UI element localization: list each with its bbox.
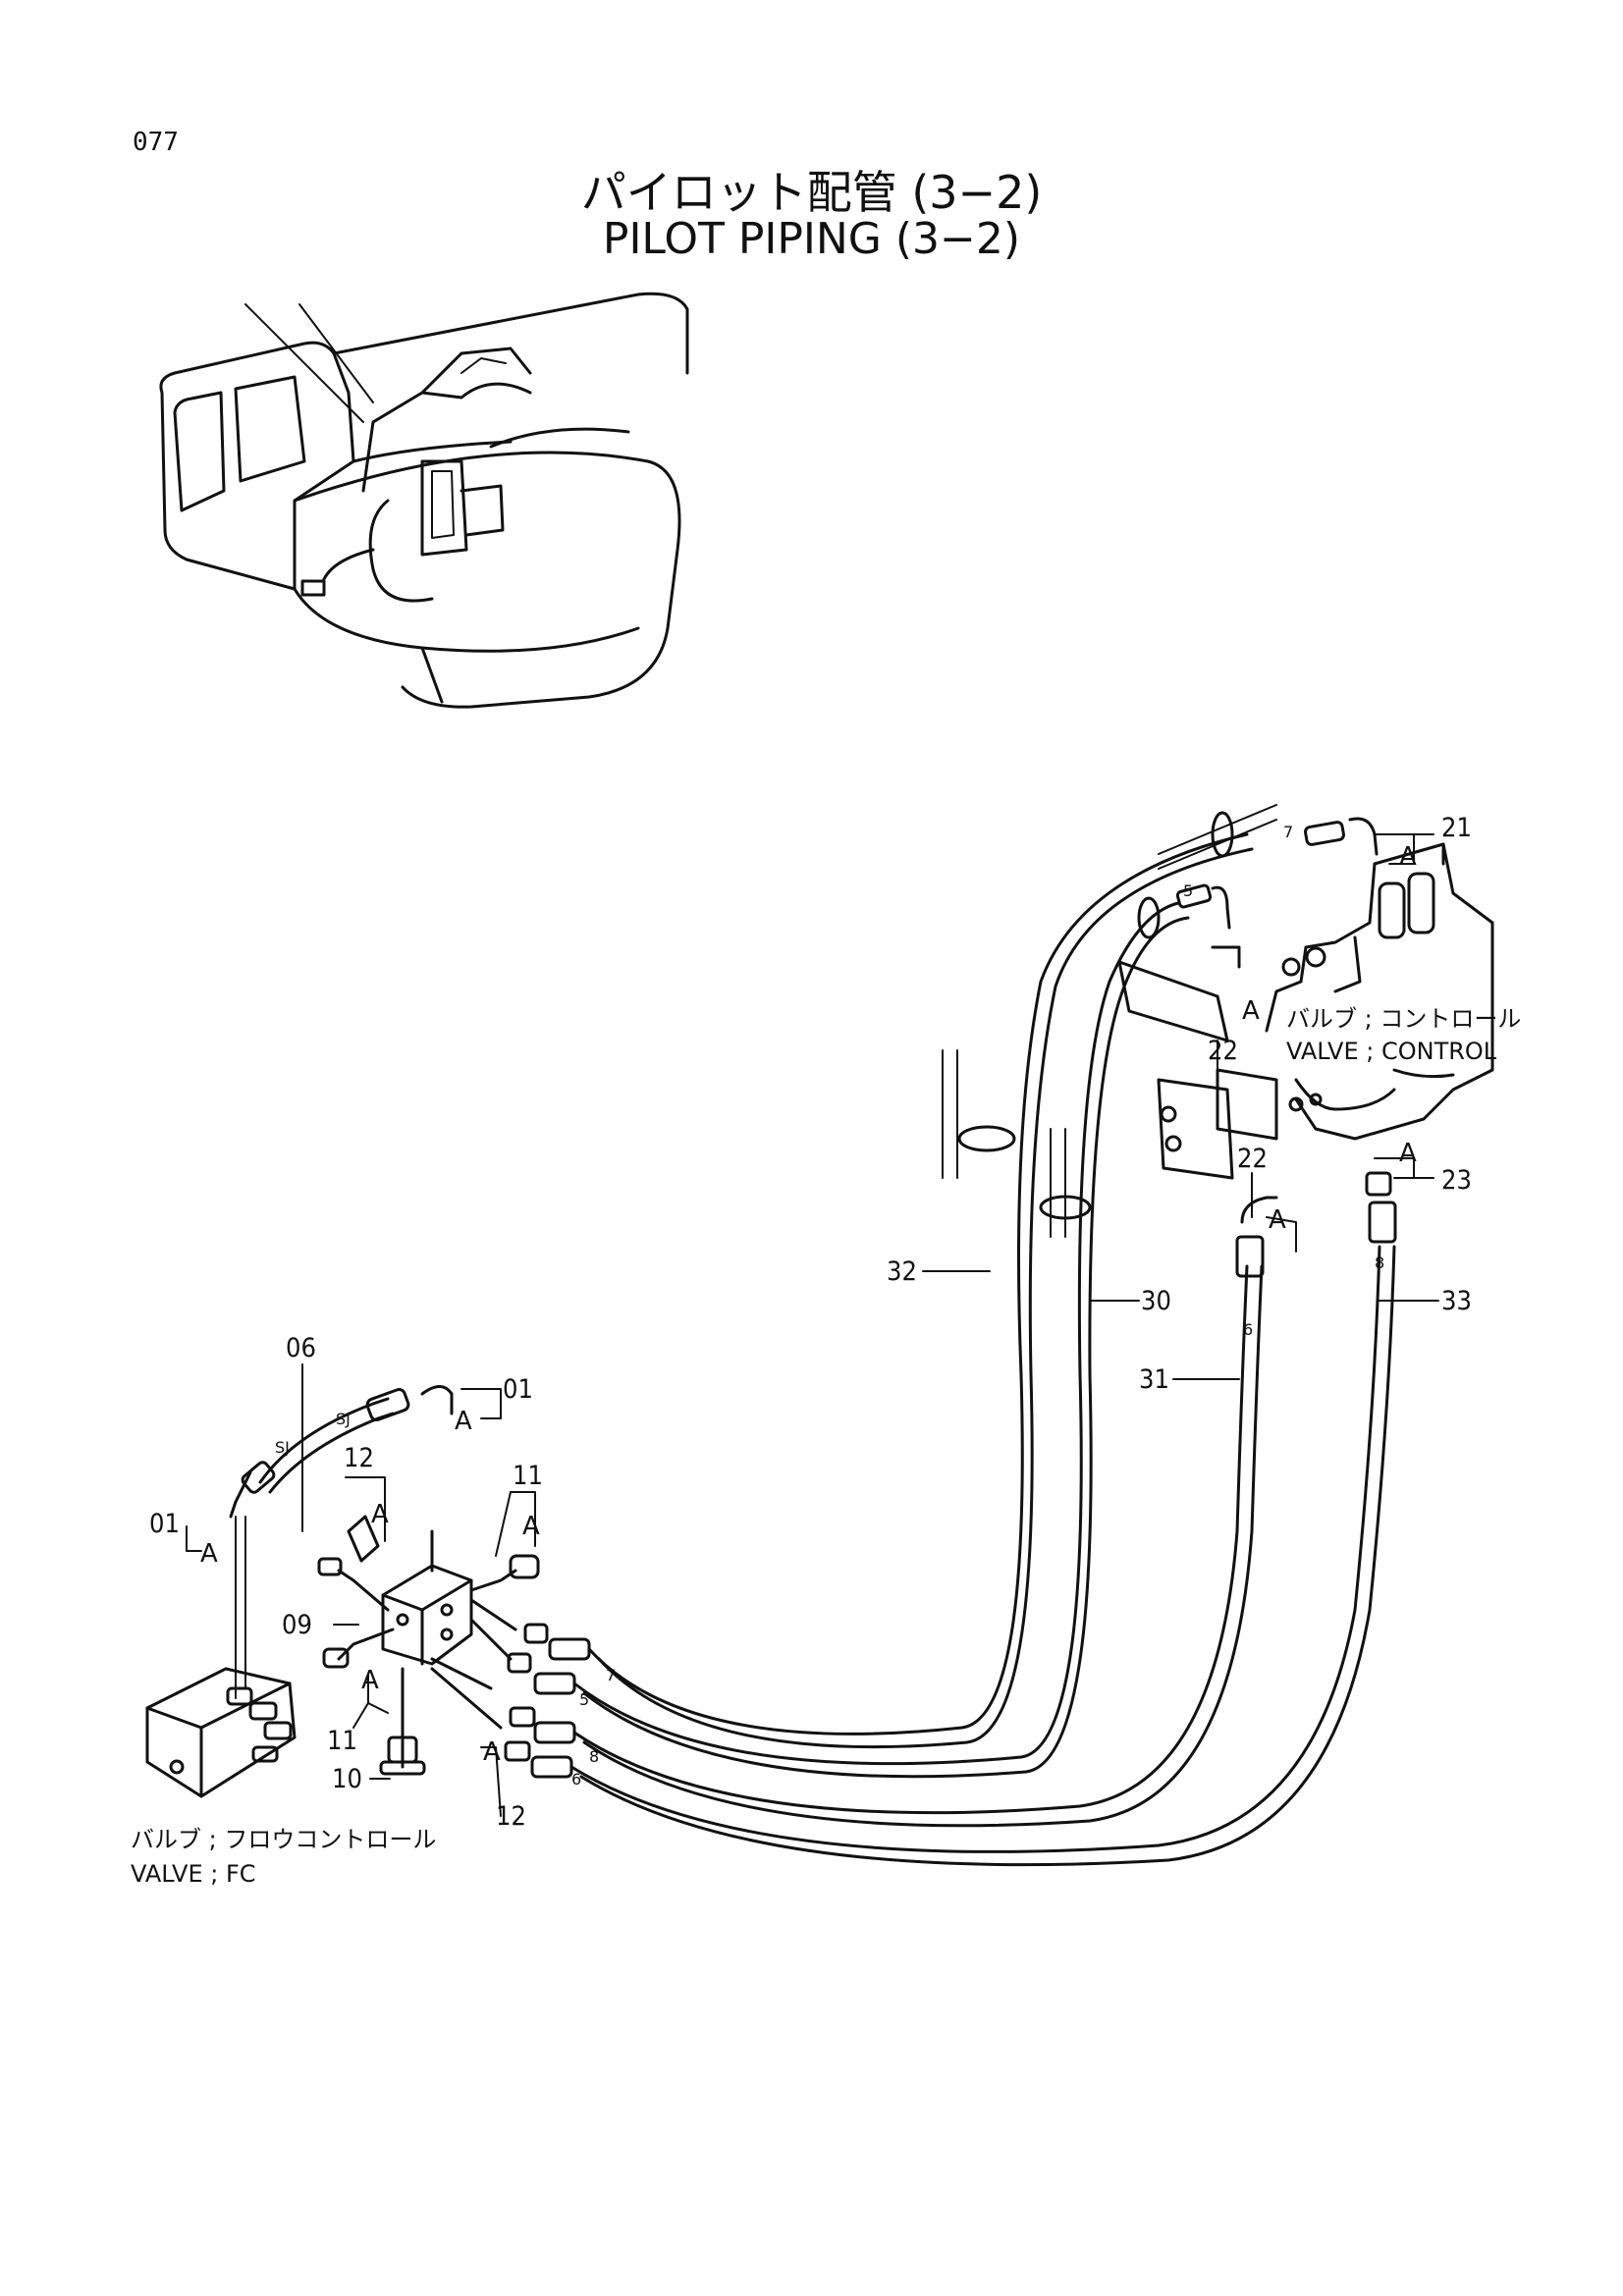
manifold-outlet-fittings (430, 1598, 591, 1779)
port-mark-a: A (522, 1512, 540, 1541)
port-mark-sj: SJ (336, 1410, 351, 1428)
part-label-01-lower: 01 (149, 1509, 180, 1539)
part-label-06: 06 (286, 1333, 316, 1363)
fc-valve-illustration (145, 1516, 297, 1798)
hose-mark-5-upper: 5 (1183, 881, 1194, 900)
control-valve-illustration (1117, 842, 1494, 1180)
port-mark-a: A (1269, 1205, 1286, 1235)
part-label-30: 30 (1141, 1286, 1171, 1316)
hose-clamps (957, 811, 1234, 1220)
port-mark-a: A (371, 1500, 389, 1529)
hose-mark-7-lower: 7 (606, 1666, 617, 1684)
hose-mark-6-upper: 6 (1243, 1320, 1254, 1339)
hose-mark-5-lower: 5 (579, 1690, 590, 1709)
page-title-english: PILOT PIPING (3−2) (602, 214, 1021, 264)
part-label-31: 31 (1139, 1364, 1169, 1395)
part-label-21: 21 (1441, 813, 1472, 843)
fc-valve-caption-japanese: バルブ ; フロウコントロール (131, 1826, 437, 1853)
port-mark-a: A (483, 1737, 501, 1767)
port-mark-a: A (1242, 996, 1260, 1026)
page-title-japanese: パイロット配管 (3−2) (580, 166, 1043, 219)
part-label-01-upper: 01 (503, 1374, 533, 1405)
part-label-11-right: 11 (513, 1461, 543, 1491)
part-label-12-lower: 12 (496, 1801, 526, 1832)
part-label-09: 09 (282, 1610, 312, 1640)
control-valve-caption-english: VALVE ; CONTROL (1286, 1038, 1497, 1065)
part-label-10: 10 (332, 1764, 362, 1794)
port-mark-a: A (455, 1407, 472, 1436)
part-label-33: 33 (1441, 1286, 1472, 1316)
port-mark-a: A (1399, 1139, 1417, 1168)
part-label-32: 32 (887, 1256, 917, 1287)
manifold-block-illustration (317, 1515, 540, 1776)
control-valve-caption-japanese: バルブ ; コントロール (1286, 1005, 1522, 1033)
hose-mark-8-lower: 8 (589, 1747, 600, 1766)
excavator-overview-illustration (159, 292, 689, 709)
page-number: 077 (133, 128, 179, 157)
port-mark-a: A (1399, 842, 1417, 872)
port-mark-a: A (200, 1539, 218, 1569)
hose-mark-7-upper: 7 (1283, 823, 1294, 841)
hose-06-assembly (229, 1385, 454, 1519)
part-label-22-lower: 22 (1237, 1144, 1268, 1174)
hose-mark-8-upper: 8 (1375, 1254, 1385, 1272)
leader-lines (186, 833, 1439, 1817)
part-label-12-upper: 12 (344, 1443, 374, 1473)
part-label-23: 23 (1441, 1165, 1472, 1196)
port-mark-a: A (361, 1666, 379, 1695)
hose-mark-6-lower: 6 (571, 1770, 582, 1789)
part-label-22-upper: 22 (1208, 1036, 1238, 1066)
pilot-hoses (569, 804, 1396, 1867)
port-mark-sj: SJ (275, 1438, 290, 1457)
part-label-11-left: 11 (327, 1726, 357, 1756)
fc-valve-caption-english: VALVE ; FC (131, 1860, 256, 1888)
